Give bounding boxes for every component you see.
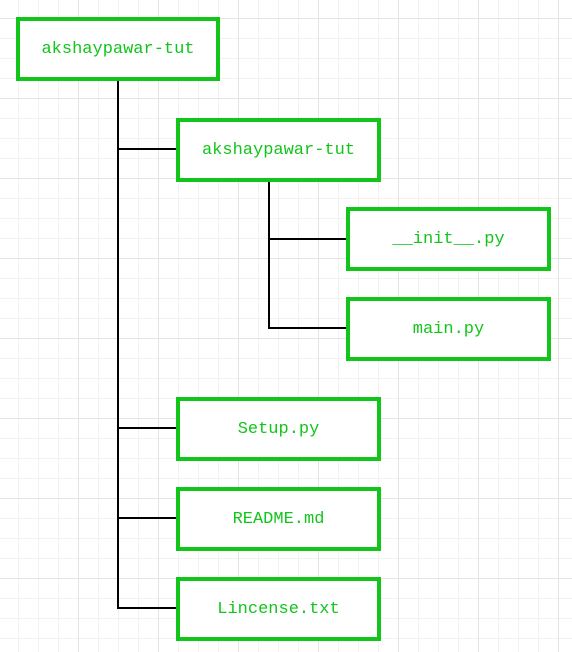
trunk-line-root xyxy=(117,79,119,609)
branch-line-readme xyxy=(117,517,178,519)
trunk-line-package xyxy=(268,180,270,329)
node-init-file: __init__.py xyxy=(346,207,551,271)
node-package-folder: akshaypawar-tut xyxy=(176,118,381,182)
node-main-file: main.py xyxy=(346,297,551,361)
branch-line-setup xyxy=(117,427,178,429)
branch-line-package xyxy=(117,148,178,150)
node-readme-file-label: README.md xyxy=(232,509,325,529)
branch-line-init xyxy=(268,238,348,240)
node-setup-file: Setup.py xyxy=(176,397,381,461)
branch-line-main xyxy=(268,327,348,329)
node-package-folder-label: akshaypawar-tut xyxy=(201,140,356,160)
branch-line-license xyxy=(117,607,178,609)
node-root-folder-label: akshaypawar-tut xyxy=(41,39,195,59)
node-main-file-label: main.py xyxy=(412,319,485,339)
node-license-file: Lincense.txt xyxy=(176,577,381,641)
node-init-file-label: __init__.py xyxy=(392,229,505,249)
node-readme-file: README.md xyxy=(176,487,381,551)
node-root-folder: akshaypawar-tut xyxy=(16,17,220,81)
node-license-file-label: Lincense.txt xyxy=(217,599,340,619)
node-setup-file-label: Setup.py xyxy=(237,419,320,439)
